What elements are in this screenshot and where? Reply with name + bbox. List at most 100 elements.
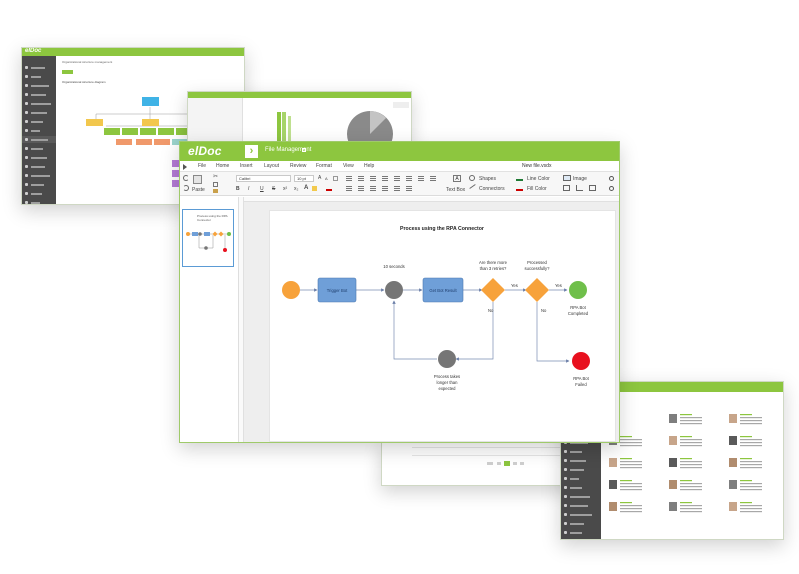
contact-avatar <box>729 480 737 489</box>
shrink-font-icon[interactable]: A <box>325 176 328 181</box>
image-button[interactable]: Image <box>573 176 587 182</box>
menu-file[interactable]: File <box>198 163 207 169</box>
format-painter-icon[interactable] <box>213 189 218 193</box>
search-icon[interactable] <box>609 176 614 181</box>
menu-home[interactable]: Home <box>216 163 230 169</box>
fill-color-icon[interactable] <box>516 185 523 191</box>
underline-button[interactable]: U <box>260 186 264 192</box>
connectors-button[interactable]: Connectors <box>479 186 505 192</box>
menu-layout[interactable]: Layout <box>264 163 280 169</box>
align-center-icon[interactable] <box>370 186 376 191</box>
text-size-icon[interactable]: A <box>304 185 309 191</box>
font-color-icon[interactable] <box>326 186 332 191</box>
edge-retries-delay <box>455 302 494 361</box>
contact-text-line <box>680 489 702 491</box>
app-switch-chevron-icon[interactable]: › <box>245 145 258 158</box>
grow-font-icon[interactable]: A <box>318 175 322 181</box>
contact-avatar <box>669 436 677 445</box>
font-select[interactable]: Calibri <box>236 175 291 182</box>
collapse-arrow-icon[interactable] <box>183 164 187 170</box>
connectors-icon[interactable] <box>469 184 476 189</box>
strikethrough-button[interactable]: S <box>272 186 276 192</box>
text-box-button[interactable]: Text Box <box>446 187 466 193</box>
menu-format[interactable]: Format <box>316 163 332 169</box>
contact-text-line <box>620 464 642 466</box>
paste-button[interactable]: Paste <box>192 187 205 193</box>
italic-button[interactable]: I <box>248 186 250 192</box>
grid-icon[interactable] <box>302 148 306 152</box>
org-add-button[interactable] <box>62 70 73 74</box>
contact-text-line <box>680 505 702 507</box>
diagram-title: Process using the RPA Connector <box>400 226 484 232</box>
align-right-icon[interactable] <box>382 186 388 191</box>
clear-format-icon[interactable] <box>333 176 338 181</box>
pagination[interactable] <box>487 461 537 466</box>
align-left-icon[interactable] <box>358 186 364 191</box>
org-titlebar: elDoc <box>22 48 244 56</box>
contact-text-line <box>620 439 642 441</box>
more-icon[interactable] <box>406 186 412 191</box>
app-title: File Management <box>265 147 312 153</box>
zoom-icon[interactable] <box>609 186 614 191</box>
shapes-button[interactable]: Shapes <box>479 176 496 182</box>
contact-text-line <box>620 502 632 504</box>
page-thumbnail[interactable]: Process using the RPA Connector <box>182 209 234 267</box>
table-icon[interactable] <box>563 185 570 191</box>
image-icon[interactable] <box>563 175 571 181</box>
contact-text-line <box>740 423 762 425</box>
contact-text-line <box>740 439 762 441</box>
menu-insert[interactable]: Insert <box>240 163 253 169</box>
line-color-button[interactable]: Line Color <box>527 176 550 182</box>
contact-avatar <box>729 458 737 467</box>
menu-review[interactable]: Review <box>290 163 307 169</box>
contact-avatar <box>609 458 617 467</box>
redo-icon[interactable] <box>183 185 189 191</box>
contact-text-line <box>740 467 762 469</box>
contact-text-line <box>680 502 692 504</box>
align-bottom-icon[interactable] <box>346 186 352 191</box>
diagram-page[interactable]: Process using the RPA Connector <box>269 210 616 442</box>
contact-text-line <box>740 417 762 419</box>
text-highlight-icon[interactable] <box>312 186 317 191</box>
decrease-indent-icon[interactable] <box>370 176 376 181</box>
align-middle-icon[interactable] <box>430 176 436 181</box>
menu-help[interactable]: Help <box>364 163 375 169</box>
subscript-button[interactable]: x₂ <box>294 186 299 192</box>
contact-text-line <box>680 423 702 425</box>
align-top-icon[interactable] <box>418 176 424 181</box>
line-spacing-icon[interactable] <box>394 176 400 181</box>
contact-text-line <box>620 508 642 510</box>
contact-text-line <box>620 458 632 460</box>
paragraph-tools <box>344 175 456 193</box>
contact-text-line <box>620 436 632 438</box>
dashboard-sidebar <box>188 98 243 142</box>
increase-indent-icon[interactable] <box>382 176 388 181</box>
undo-icon[interactable] <box>183 175 189 181</box>
contact-avatar <box>729 502 737 511</box>
copy-icon[interactable] <box>213 182 218 187</box>
menu-view[interactable]: View <box>343 163 354 169</box>
superscript-button[interactable]: x² <box>283 186 288 192</box>
justify-icon[interactable] <box>394 186 400 191</box>
paste-icon[interactable] <box>193 175 202 184</box>
diagram-canvas[interactable]: Process using the RPA Connector <box>239 197 619 442</box>
bullets-icon[interactable] <box>346 176 352 181</box>
fill-color-button[interactable]: Fill Color <box>527 186 547 192</box>
text-direction-icon[interactable] <box>406 176 412 181</box>
contact-text-line <box>740 464 762 466</box>
bold-button[interactable]: B <box>236 186 240 192</box>
numbering-icon[interactable] <box>358 176 364 181</box>
cut-icon[interactable]: ✂ <box>213 174 219 180</box>
group-icon[interactable] <box>589 185 596 191</box>
shapes-icon[interactable] <box>469 175 475 181</box>
chart-icon[interactable] <box>576 185 583 191</box>
page-thumbnail-panel: Process using the RPA Connector <box>180 197 239 442</box>
text-box-icon[interactable]: A <box>453 175 461 182</box>
line-color-icon[interactable] <box>516 175 523 181</box>
yes-label-1: Yes <box>511 283 518 288</box>
ruler-left <box>239 197 244 442</box>
font-size-select[interactable]: 10 pt <box>294 175 314 182</box>
